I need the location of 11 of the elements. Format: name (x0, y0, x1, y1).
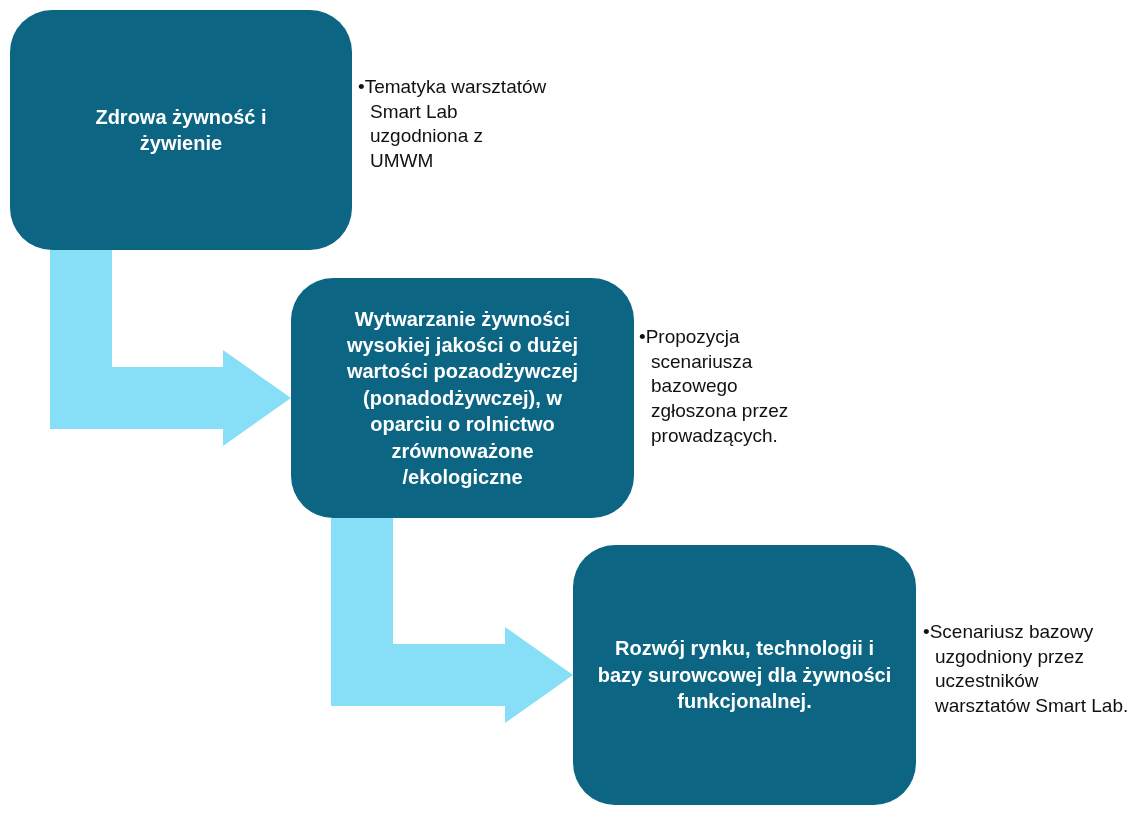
process-box (573, 545, 916, 805)
bent-arrow (50, 250, 291, 446)
box-label: Zdrowa żywność i żywienie (94, 104, 268, 156)
bullet-note: •Propozycja scenariusza bazowego zgłoszona przez prowadzących. (639, 325, 790, 448)
bullet-note: •Scenariusz bazowy uzgodniony przez uczestników warsztatów Smart Lab. (923, 620, 1130, 719)
box-label: Rozwój rynku, technologii i bazy surowcowej dla żywności funkcjonalnej. (596, 636, 893, 715)
bullet-note: •Tematyka warsztatów Smart Lab uzgodniona z UMWM (358, 75, 548, 174)
box-label: Wytwarzanie żywności wysokiej jakości o dużej wartości pozaodżywczej (ponadodżywczej), w oparciu o rolnictwo zrównoważone /ekologiczne (345, 306, 580, 490)
process-box (10, 10, 352, 250)
process-box (291, 278, 634, 518)
bent-arrow (331, 518, 573, 723)
